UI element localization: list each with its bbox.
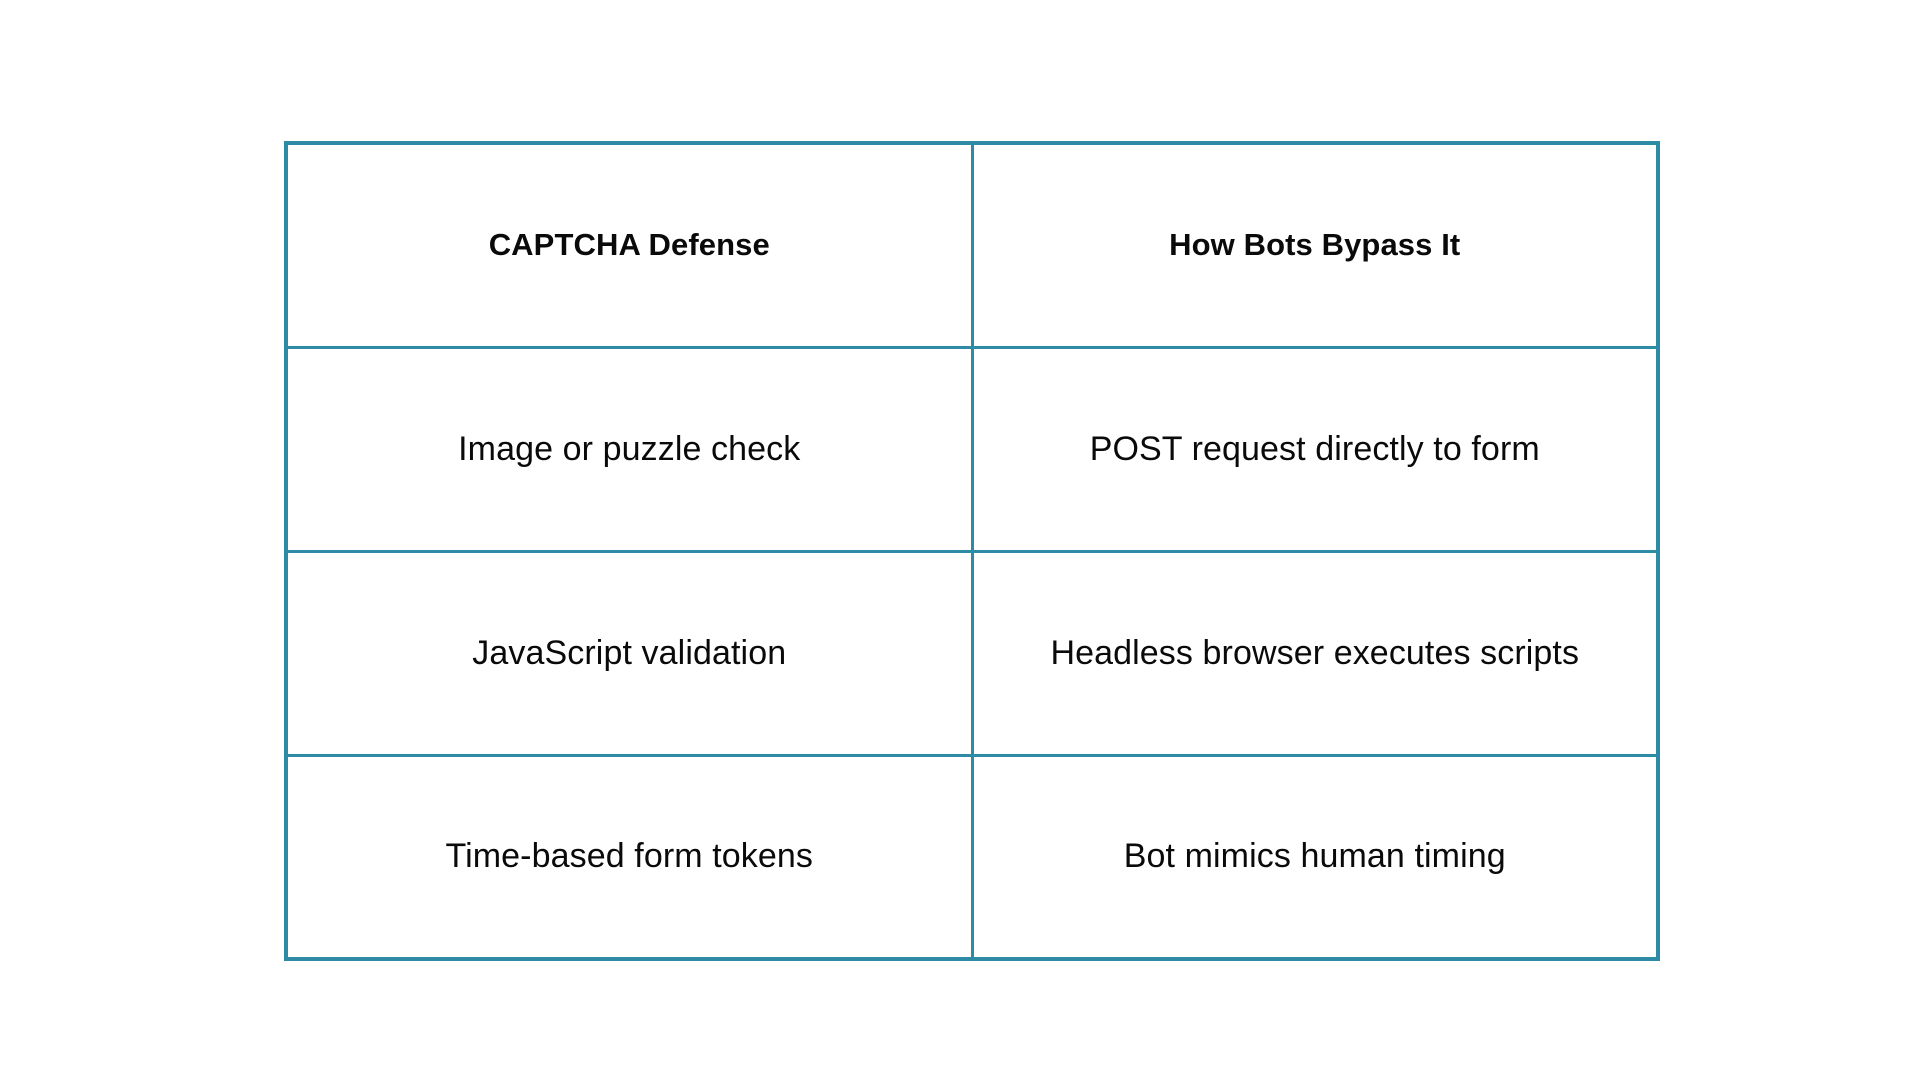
cell-defense: Time-based form tokens	[284, 753, 974, 961]
column-header-captcha-defense: CAPTCHA Defense	[284, 141, 974, 349]
table-header: CAPTCHA Defense How Bots Bypass It	[284, 141, 1660, 349]
cell-defense: JavaScript validation	[284, 549, 974, 757]
cell-bypass: Headless browser executes scripts	[970, 549, 1660, 757]
table-row: JavaScript validation Headless browser e…	[284, 549, 1660, 757]
table-header-row: CAPTCHA Defense How Bots Bypass It	[284, 141, 1660, 349]
table-row: Time-based form tokens Bot mimics human …	[284, 753, 1660, 961]
captcha-defense-comparison-table: CAPTCHA Defense How Bots Bypass It Image…	[284, 141, 1660, 961]
table-body: Image or puzzle check POST request direc…	[284, 345, 1660, 961]
cell-bypass: POST request directly to form	[970, 345, 1660, 553]
column-header-how-bots-bypass-it: How Bots Bypass It	[970, 141, 1660, 349]
table-row: Image or puzzle check POST request direc…	[284, 345, 1660, 553]
cell-defense: Image or puzzle check	[284, 345, 974, 553]
cell-bypass: Bot mimics human timing	[970, 753, 1660, 961]
